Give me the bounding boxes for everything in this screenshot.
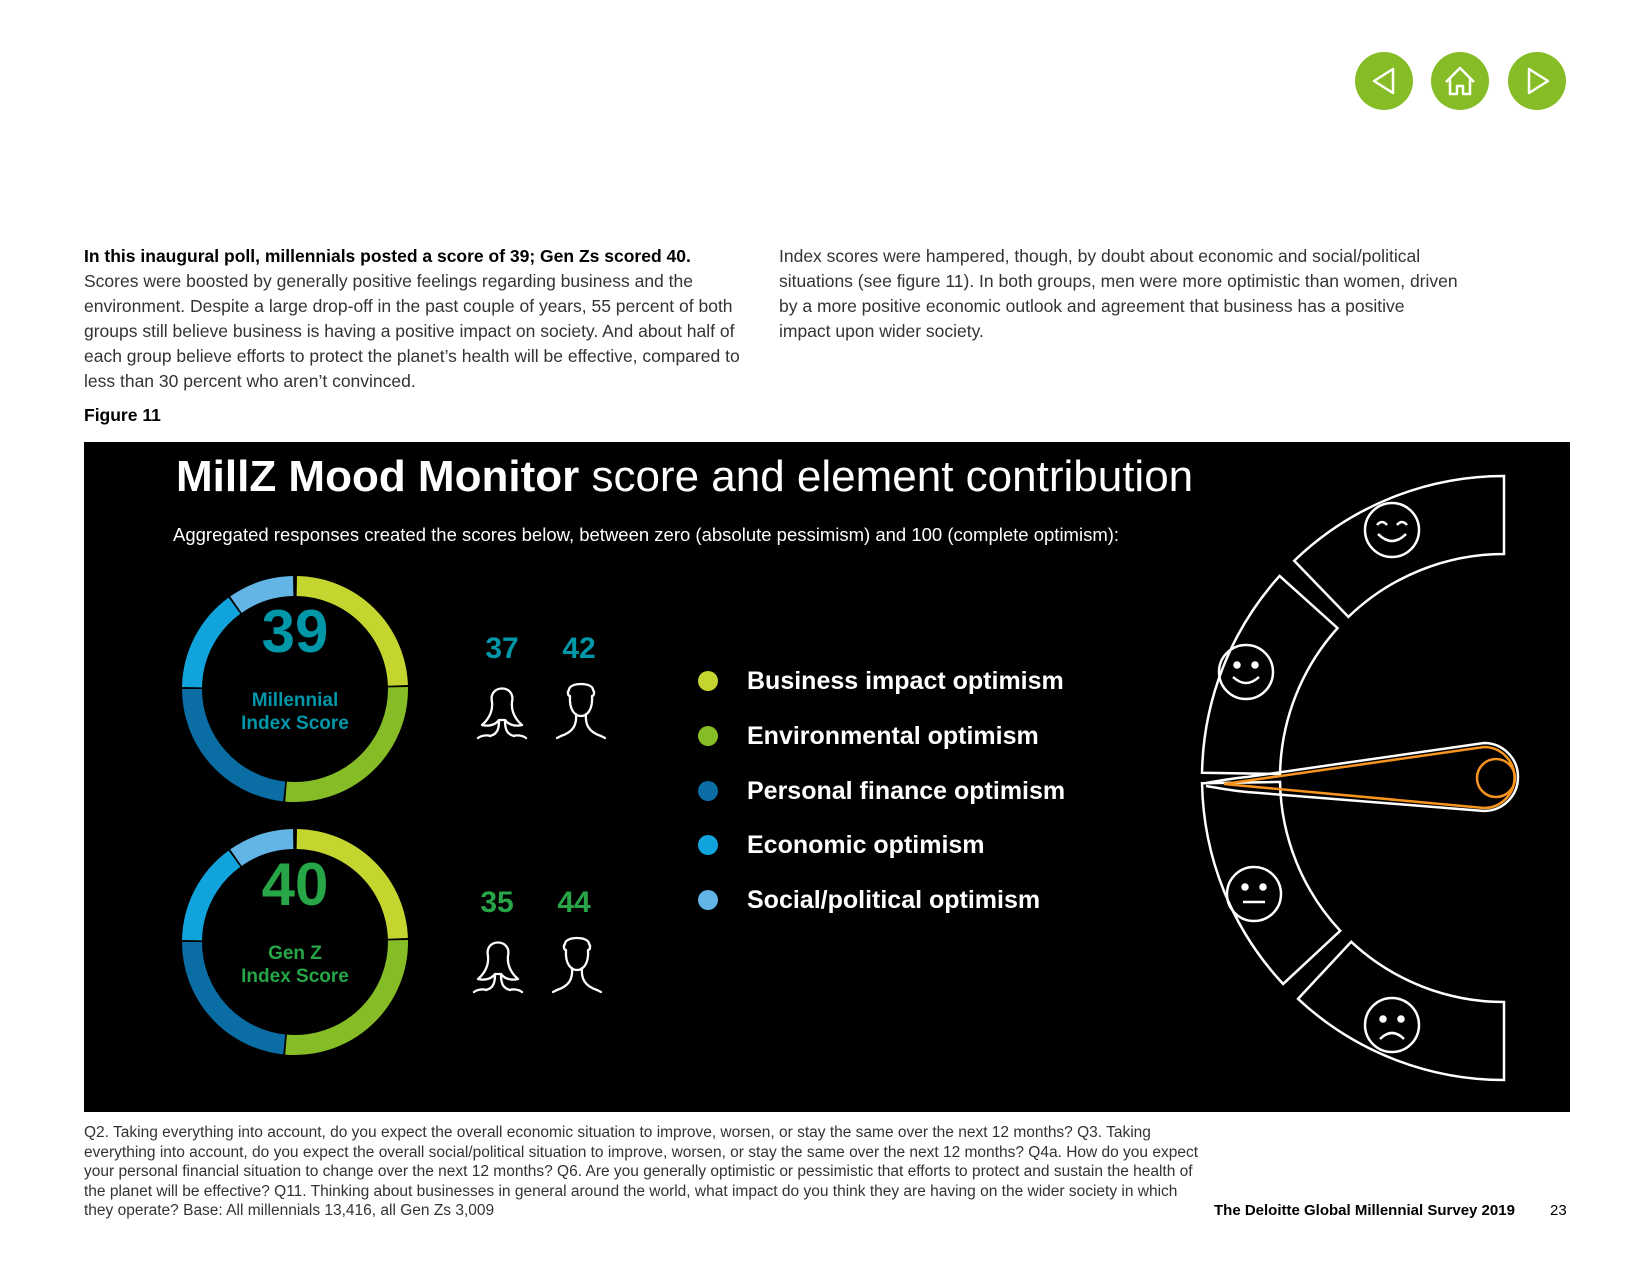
genz-male-score: 44: [557, 886, 591, 919]
home-button[interactable]: [1431, 52, 1489, 110]
millennial-male-score: 42: [562, 632, 596, 665]
mood-monitor-infographic: MillZ Mood Monitor score and element con…: [84, 442, 1570, 1112]
chart-subtitle: Aggregated responses created the scores …: [173, 524, 1120, 545]
smiling-face-icon: [1217, 643, 1275, 701]
intro-right-column: Index scores were hampered, though, by d…: [779, 244, 1459, 344]
gauge-segment-lower: [1200, 780, 1342, 986]
page-number: 23: [1550, 1202, 1567, 1219]
mood-gauge: [1200, 474, 1520, 1082]
home-icon: [1445, 66, 1475, 96]
next-page-button[interactable]: [1508, 52, 1566, 110]
legend-dot: [698, 781, 718, 801]
genz-score: 40: [261, 851, 329, 918]
donut-segment: [182, 597, 241, 688]
intro-right-body: Index scores were hampered, though, by d…: [779, 246, 1458, 341]
infographic-graphics: [182, 474, 1520, 1082]
female-icon: [472, 941, 524, 994]
intro-left-body: Scores were boosted by generally positiv…: [84, 271, 740, 391]
donut-segment: [182, 688, 286, 802]
donut-segment: [296, 576, 408, 687]
neutral-face-icon: [1225, 865, 1283, 923]
gauge-needle: [1205, 741, 1520, 813]
millennial-female-score: 37: [485, 632, 519, 665]
donut-segment: [285, 687, 408, 802]
millennial-score: 39: [261, 598, 329, 665]
laughing-face-icon: [1363, 501, 1421, 559]
sad-face-icon: [1363, 996, 1421, 1054]
intro-left-column: In this inaugural poll, millennials post…: [84, 244, 754, 394]
chart-title: MillZ Mood Monitor score and element con…: [176, 452, 1194, 501]
gauge-segment-bottom: [1296, 940, 1506, 1082]
legend-dot: [698, 671, 718, 691]
previous-page-button[interactable]: [1355, 52, 1413, 110]
footer-title: The Deloitte Global Millennial Survey 20…: [1214, 1202, 1515, 1219]
genz-female-score: 35: [480, 886, 514, 919]
donut-segment: [230, 576, 294, 613]
female-icon: [476, 687, 528, 740]
donut-segment: [182, 941, 286, 1055]
triangle-right-icon: [1527, 67, 1550, 95]
legend-dot: [698, 726, 718, 746]
male-icon: [551, 936, 603, 994]
gauge-segment-upper: [1200, 574, 1340, 776]
intro-lead: In this inaugural poll, millennials post…: [84, 246, 691, 266]
donut-segment: [230, 829, 294, 866]
triangle-left-icon: [1372, 67, 1395, 95]
donut-segment: [296, 829, 408, 940]
male-icon: [555, 682, 607, 740]
gauge-segment-top: [1292, 474, 1506, 619]
legend-dot: [698, 835, 718, 855]
footnote: Q2. Taking everything into account, do y…: [84, 1124, 1199, 1219]
figure-label: Figure 11: [84, 405, 161, 425]
legend-dot: [698, 890, 718, 910]
donut-segment: [182, 850, 241, 941]
donut-segment: [285, 940, 408, 1055]
